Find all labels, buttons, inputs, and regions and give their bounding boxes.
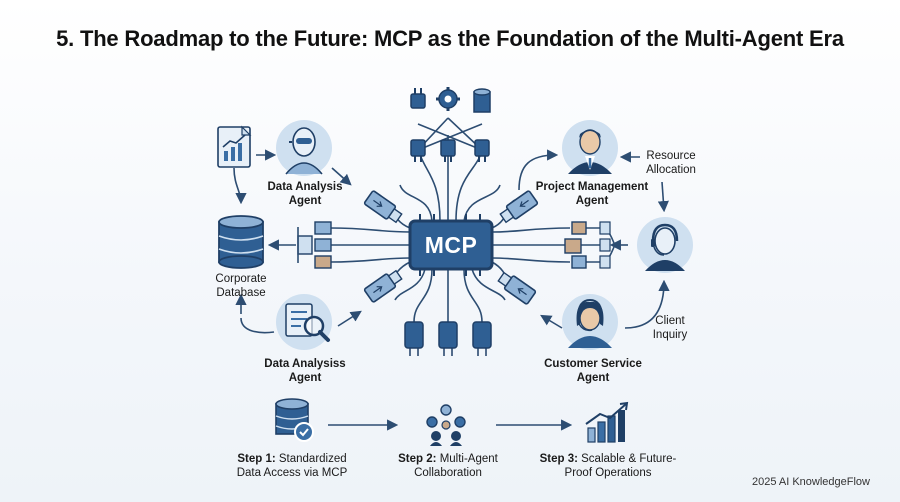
node-customer-service-agent: Customer Service Agent: [544, 358, 642, 384]
node-data-analysis-agent-top: Data Analysis Agent: [267, 181, 343, 207]
footer-credit: 2025 AI KnowledgeFlow: [751, 476, 870, 488]
plug-icon: [410, 139, 490, 163]
usb-connector-icon: [297, 221, 332, 269]
database-icon: [218, 215, 264, 269]
step-1-title: Step 1:: [237, 453, 276, 465]
step-2-text: Multi-Agent Collaboration: [414, 453, 498, 479]
node-corporate-database: Corporate Database: [215, 273, 267, 299]
robot-agent-icon: [276, 120, 332, 176]
node-data-analysis-agent-bottom: Data Analysiss Agent: [264, 358, 346, 384]
step-1: Step 1: Standardized Data Access via MCP: [232, 452, 352, 480]
magnifier-report-icon: [276, 294, 332, 350]
mcp-hub: [408, 214, 494, 276]
customer-service-icon: [562, 294, 618, 350]
step-3: Step 3: Scalable & Future-Proof Operatio…: [538, 452, 678, 480]
node-client-inquiry: Client Inquiry: [652, 315, 688, 341]
database-icon: [473, 88, 491, 113]
usb-connector-icon: [564, 221, 611, 269]
flow-arrows: [233, 149, 670, 431]
plug-icon: [410, 88, 426, 109]
step-1-text: Standardized Data Access via MCP: [236, 453, 348, 479]
plug-icon: [404, 321, 492, 356]
page-title: 5. The Roadmap to the Future: MCP as the…: [56, 26, 844, 51]
hub-label: MCP: [424, 231, 478, 258]
step-3-title: Step 3:: [539, 453, 578, 465]
step-3-text: Scalable & Future-Proof Operations: [564, 453, 677, 479]
businessman-icon: [562, 120, 618, 176]
node-project-management-agent: Project Management Agent: [535, 181, 649, 207]
step-2: Step 2: Multi-Agent Collaboration: [392, 452, 504, 480]
team-collaboration-icon: [426, 404, 466, 446]
headset-agent-icon: [637, 217, 693, 273]
node-resource-allocation: Resource Allocation: [646, 150, 696, 176]
report-chart-icon: [217, 125, 252, 168]
growth-chart-icon: [585, 401, 629, 443]
database-check-icon: [275, 398, 314, 442]
step-2-title: Step 2:: [398, 453, 437, 465]
gear-icon: [436, 87, 460, 111]
